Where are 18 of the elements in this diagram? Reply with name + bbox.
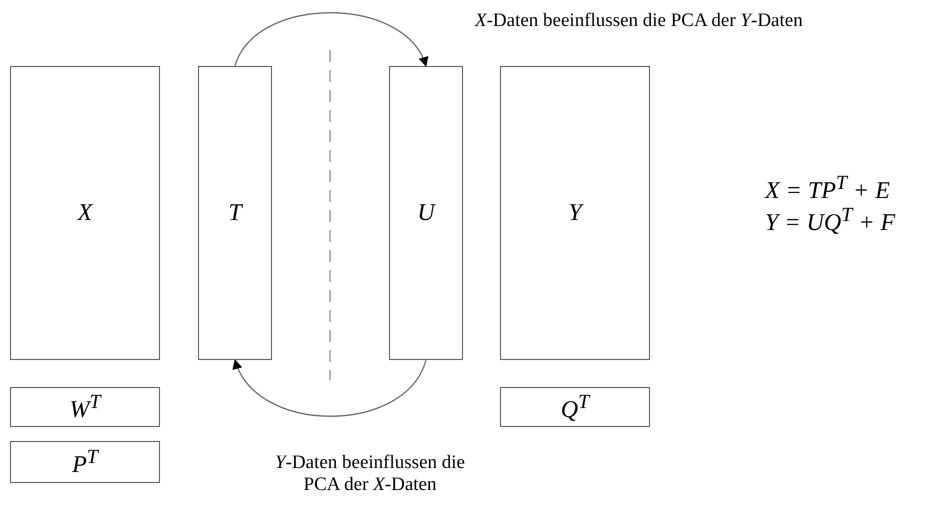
matrix-box	[198, 66, 272, 360]
matrix-box	[10, 66, 160, 360]
curved-arrow	[234, 12, 427, 67]
matrix-symbol: X	[78, 200, 92, 226]
matrix-symbol: W$^{T}$	[69, 390, 101, 424]
matrix-symbol: U	[417, 200, 435, 226]
matrix-symbol: Y	[568, 200, 582, 226]
matrix-box	[500, 66, 650, 360]
matrix-symbol: T	[228, 200, 242, 226]
matrix-box	[10, 441, 160, 483]
matrix-symbol: Q$^{T}$	[560, 390, 590, 424]
equation: Y = UQ$^{T}$ + F	[765, 204, 896, 237]
matrix-box	[389, 66, 463, 360]
matrix-box	[500, 387, 650, 427]
curved-arrow	[234, 359, 427, 417]
matrix-symbol: P$^{T}$	[72, 446, 98, 478]
matrix-box	[10, 387, 160, 427]
equation: X = TP$^{T}$ + E	[765, 172, 890, 205]
